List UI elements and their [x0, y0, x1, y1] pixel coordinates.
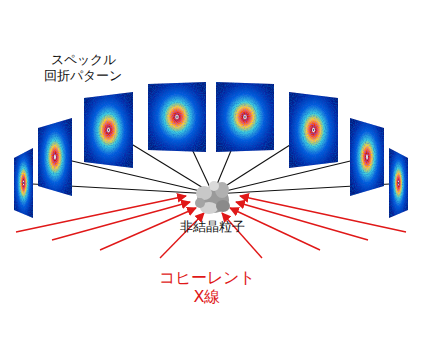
x-ray-beam [236, 202, 368, 240]
speckle-pattern [216, 82, 274, 152]
figure-label: スペックル 回折パターン [40, 52, 126, 83]
beam-label: コヒーレント X線 [148, 268, 266, 306]
speckle-patterns [14, 82, 408, 218]
speckle-pattern [14, 148, 33, 218]
x-ray-beams [16, 196, 406, 258]
x-ray-beam [52, 202, 190, 240]
particle-label: 非結晶粒子 [160, 219, 264, 235]
speckle-pattern [289, 92, 338, 168]
scatter-lines [24, 117, 399, 194]
speckle-pattern [38, 118, 72, 196]
particle [195, 181, 230, 214]
speckle-pattern [389, 148, 408, 218]
scatter-line [55, 157, 213, 194]
speckle-pattern [148, 82, 206, 152]
x-ray-beam [240, 196, 406, 232]
speckle-pattern [350, 118, 384, 196]
speckle-pattern [84, 92, 133, 168]
